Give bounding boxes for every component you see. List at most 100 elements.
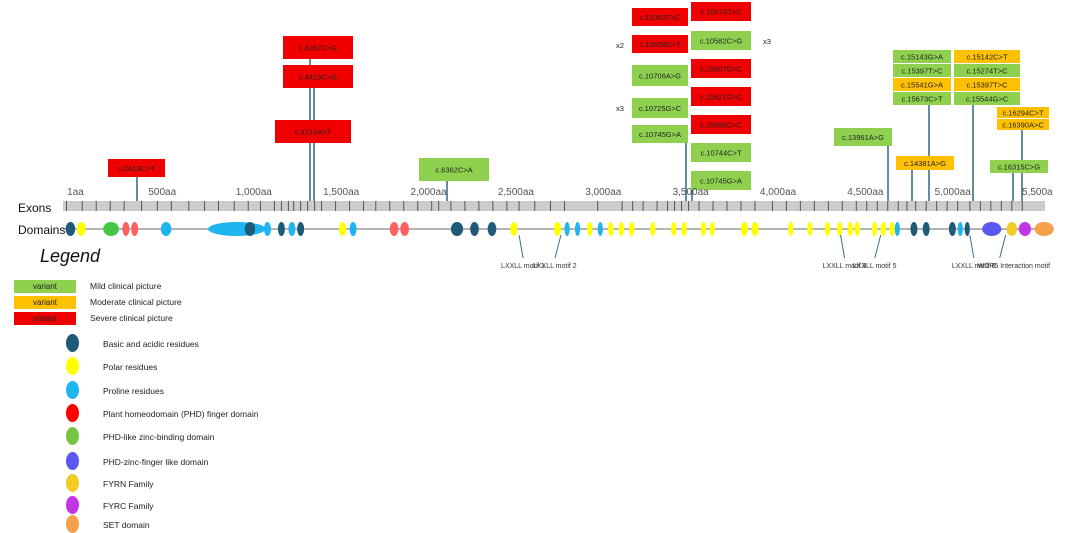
variant-box: [954, 92, 1020, 105]
variant-box: [691, 171, 751, 190]
domain-polar: [824, 222, 831, 236]
domain-set: [1034, 222, 1054, 236]
variant-label: c.10607G>C: [700, 65, 743, 74]
variant-label: c.15397T>C: [901, 67, 943, 76]
domain-proline: [564, 222, 570, 236]
variant-label: c.15544G>C: [966, 95, 1009, 104]
variant-label: c.4267C>G: [299, 44, 337, 53]
variant-box: [283, 36, 353, 59]
axis-tick-label: 4,000aa: [760, 187, 797, 198]
variant-label: c.10574T>C: [700, 8, 742, 17]
domain-proline: [349, 222, 357, 236]
domain-phd_like: [103, 222, 119, 236]
domain-polar: [807, 222, 813, 236]
variant-box: [691, 87, 751, 106]
domain-polar: [837, 222, 843, 236]
variant-label: c.15142C>T: [966, 53, 1007, 62]
variant-box: [632, 98, 688, 118]
variant-box: [954, 50, 1020, 63]
variant-count: x3: [616, 104, 624, 113]
domain-polar: [788, 222, 794, 236]
domain-proline: [288, 222, 296, 236]
variant-label: c.15673C>T: [901, 95, 942, 104]
axis-tick-label: 2,500aa: [498, 187, 535, 198]
variant-box: [954, 78, 1020, 91]
domains-label: Domains: [18, 223, 65, 237]
motif-label: LXXLL motif 3: [823, 263, 867, 270]
domain-polar: [608, 222, 614, 236]
exons-label: Exons: [18, 201, 51, 215]
variant-label: c.4214A>T: [295, 128, 332, 137]
variant-box: [997, 107, 1049, 118]
domain-polar: [751, 222, 759, 236]
motif-label: LXXLL motif 5: [853, 263, 897, 270]
variant-box: [691, 2, 751, 21]
variant-box: [990, 160, 1048, 173]
motif-pointer: [999, 234, 1007, 259]
variant-box: [283, 65, 353, 88]
variant-label: c.10363T>C: [639, 13, 681, 22]
domain-polar: [671, 222, 677, 236]
domain-polar: [872, 222, 878, 236]
domain-basic: [487, 222, 497, 236]
variant-box: [691, 143, 751, 162]
motif-label: LXXLL motif 1: [501, 263, 545, 270]
variant-box: [691, 115, 751, 134]
exon-track: [63, 201, 1045, 211]
variant-label: c.10745G>A: [639, 130, 681, 139]
domain-polar: [854, 222, 860, 236]
domain-polar: [629, 222, 635, 236]
variant-box: [419, 158, 489, 181]
domain-basic: [297, 222, 305, 236]
domain-polar: [339, 222, 347, 236]
motif-label: LXXLL motif 6: [952, 263, 996, 270]
variant-label: c.10658G>T: [639, 40, 681, 49]
variant-label: c.10621G>C: [700, 93, 743, 102]
domain-basic: [450, 222, 464, 236]
exon-bar: [63, 201, 1045, 211]
motif-pointer: [554, 234, 562, 259]
domain-phd: [389, 222, 399, 236]
domain-polar: [76, 222, 86, 236]
variant-box: [632, 125, 688, 143]
domain-polar: [510, 222, 518, 236]
domain-polar: [554, 222, 561, 236]
variant-box: [893, 64, 951, 77]
domain-fyrc: [1018, 222, 1032, 236]
axis-tick-label: 1,000aa: [236, 187, 273, 198]
variant-label: c.15143G>A: [901, 53, 943, 62]
axis-tick-label: 1,500aa: [323, 187, 360, 198]
variant-label: c.10582C>G: [700, 37, 742, 46]
domain-basic: [910, 222, 918, 236]
variant-count: x2: [616, 41, 624, 50]
domain-polar: [847, 222, 853, 236]
variant-label: c.10744C>T: [700, 149, 741, 158]
domain-proline: [597, 222, 603, 236]
variant-label: c.2413C>T: [118, 164, 155, 173]
axis-tick-label: 3,000aa: [585, 187, 622, 198]
variant-label: c.13961A>G: [842, 133, 884, 142]
domain-phd_zf: [982, 222, 1002, 236]
variant-label: c.16390A>C: [1002, 121, 1044, 130]
variant-box: [893, 50, 951, 63]
axis-tick-label: 3,500aa: [673, 187, 710, 198]
variant-box: [834, 128, 892, 146]
domain-basic: [277, 222, 285, 236]
domain-phd: [400, 222, 409, 236]
variant-count: x3: [763, 37, 771, 46]
domain-polar: [700, 222, 707, 236]
variant-box: [997, 119, 1049, 130]
motif-pointer: [969, 234, 975, 259]
domain-phd: [131, 222, 139, 236]
variant-label: c.6362C>A: [435, 166, 472, 175]
domain-proline: [160, 222, 172, 236]
domain-polar: [587, 222, 593, 236]
variant-boxes: c.2413C>Tc.4267C>Gc.4413C>Gc.4214A>Tc.63…: [108, 2, 1049, 190]
domain-basic: [922, 222, 930, 236]
domain-polar: [709, 222, 715, 236]
motif-label: LXXLL motif 2: [533, 263, 577, 270]
axis-tick-label: 4,500aa: [847, 187, 884, 198]
domain-polar: [618, 222, 624, 236]
